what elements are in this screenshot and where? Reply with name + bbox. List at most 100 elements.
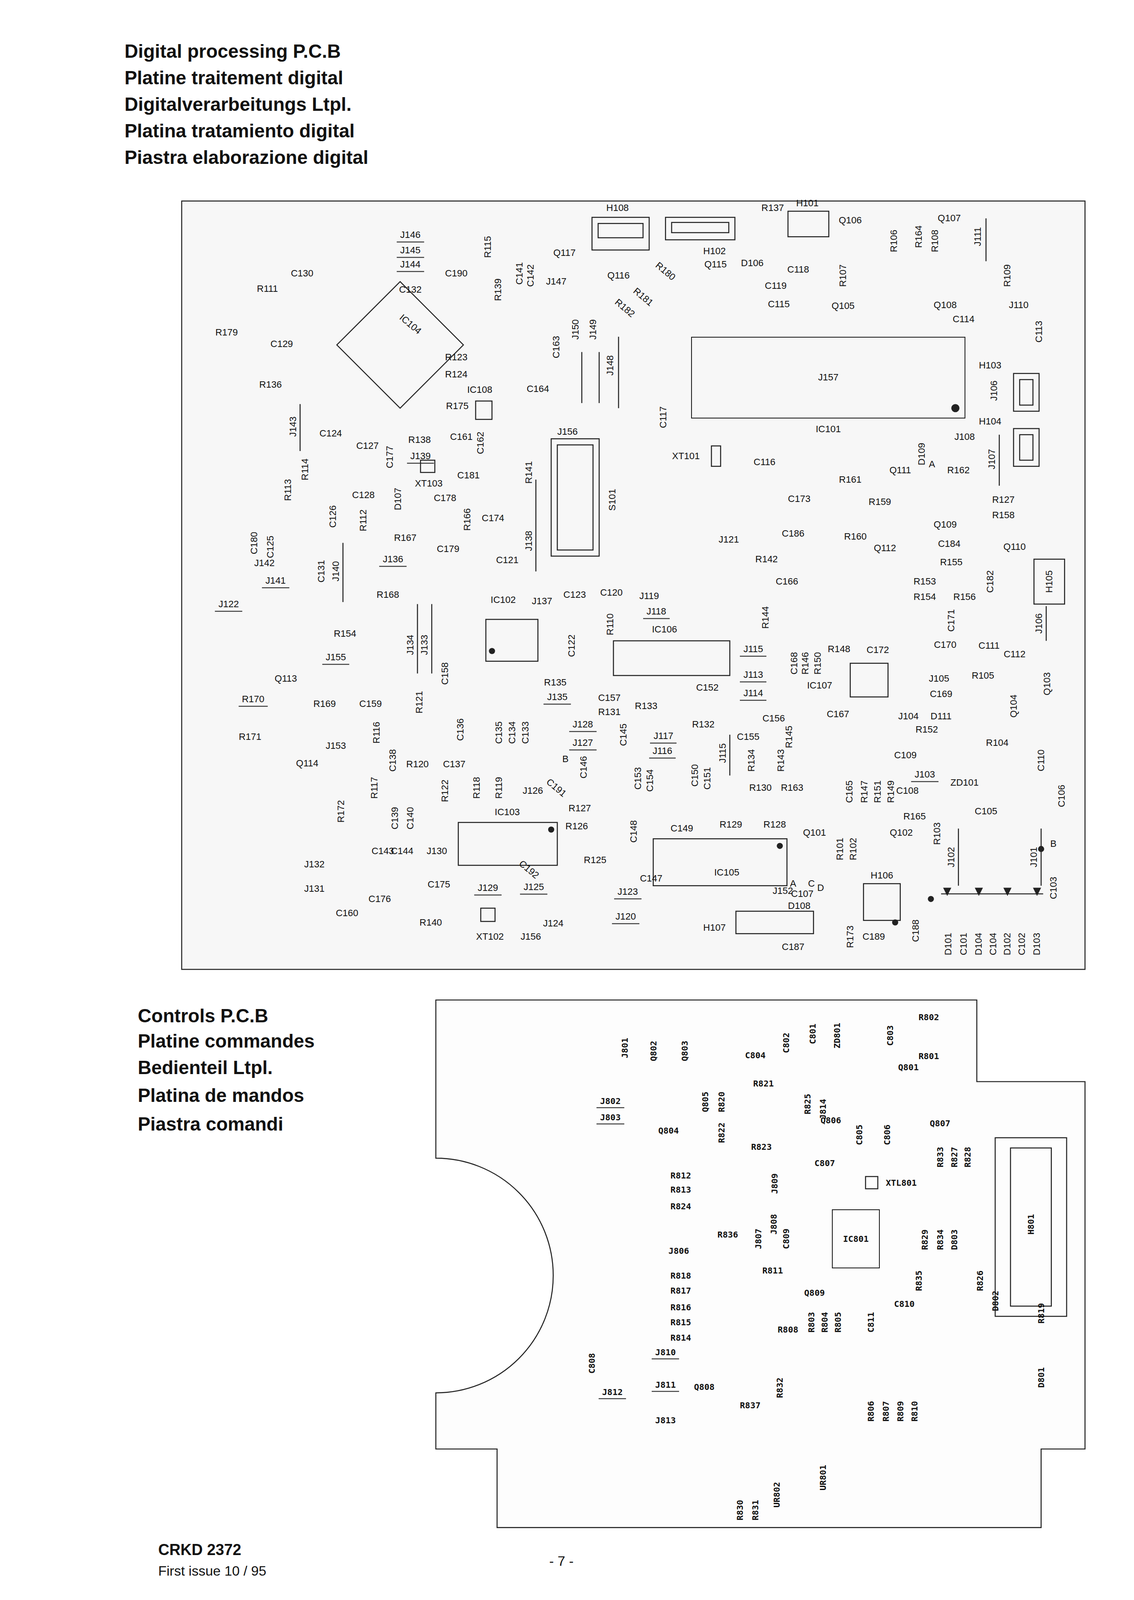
part-label: IC105 xyxy=(714,866,740,879)
part-label: C811 xyxy=(865,1312,876,1333)
part-label: R117 xyxy=(368,776,380,799)
part-label: J146 xyxy=(396,228,425,243)
part-label: C149 xyxy=(670,822,694,835)
part-label: C120 xyxy=(599,587,623,599)
part-label: C181 xyxy=(457,469,481,481)
part-label: J127 xyxy=(569,737,597,751)
part-label: R159 xyxy=(868,496,892,508)
part-label: R131 xyxy=(598,706,621,718)
part-label: R111 xyxy=(256,283,278,295)
connector-symbol xyxy=(1033,559,1065,605)
part-label: R132 xyxy=(691,718,715,731)
part-label: J810 xyxy=(651,1346,680,1360)
part-label: H801 xyxy=(1025,1214,1037,1235)
part-label: J147 xyxy=(546,276,567,288)
part-label: C170 xyxy=(933,639,957,651)
board-title: Platina tratamiento digital xyxy=(124,120,355,142)
part-label: R134 xyxy=(745,748,757,772)
connector-symbol xyxy=(1010,1148,1051,1307)
part-label: UR801 xyxy=(817,1464,829,1491)
part-label: R825 xyxy=(802,1093,813,1115)
part-label: Q106 xyxy=(838,214,862,226)
part-label: B xyxy=(1050,838,1057,850)
part-label: C101 xyxy=(958,932,970,956)
part-label: R166 xyxy=(461,507,473,531)
part-label: C133 xyxy=(519,721,532,745)
part-label: R170 xyxy=(238,693,268,707)
part-label: R140 xyxy=(419,917,443,929)
part-label: C806 xyxy=(881,1124,893,1146)
part-label: C131 xyxy=(315,560,327,583)
part-label: J129 xyxy=(474,881,502,896)
part-label: XTL801 xyxy=(885,1177,917,1188)
part-label: J114 xyxy=(739,687,767,701)
part-label: C802 xyxy=(780,1032,792,1054)
part-label: R833 xyxy=(935,1146,946,1168)
part-label: R127 xyxy=(991,494,1015,506)
part-label: Q102 xyxy=(889,827,913,839)
part-label: R181 xyxy=(630,285,656,309)
part-label: R803 xyxy=(806,1312,817,1333)
switch-outline xyxy=(551,438,600,556)
connector-symbol xyxy=(671,222,729,233)
connector-symbol xyxy=(1013,428,1040,467)
part-label: IC106 xyxy=(651,623,677,636)
part-label: C191 xyxy=(543,776,569,800)
part-label: R816 xyxy=(670,1302,692,1313)
part-label: J141 xyxy=(261,575,290,589)
part-label: R141 xyxy=(523,461,535,484)
part-label: Q801 xyxy=(898,1062,919,1073)
part-label: R158 xyxy=(991,509,1015,521)
board-title: Digital processing P.C.B xyxy=(124,40,341,63)
part-label: R155 xyxy=(940,556,963,568)
crystal-symbol xyxy=(711,445,721,467)
part-label: J802 xyxy=(596,1095,624,1109)
crystal-symbol xyxy=(865,1176,879,1189)
part-label: R114 xyxy=(299,458,311,481)
part-label: C123 xyxy=(563,589,587,601)
part-label: XT103 xyxy=(414,477,443,490)
part-label: R147 xyxy=(858,780,870,804)
ic-box: J157IC101 xyxy=(691,336,966,419)
part-label: R151 xyxy=(872,780,884,804)
board-title: Platina de mandos xyxy=(137,1084,305,1107)
part-label: J104 xyxy=(898,710,919,722)
jumper-wire xyxy=(985,218,987,262)
part-label: R143 xyxy=(775,748,787,772)
part-label: J133 xyxy=(418,634,431,656)
part-label: J156 xyxy=(557,426,578,438)
part-label: R823 xyxy=(751,1141,772,1152)
part-label: C164 xyxy=(526,383,550,395)
part-label: J124 xyxy=(543,917,564,930)
part-label: C109 xyxy=(893,749,917,761)
part-label: R828 xyxy=(962,1146,973,1168)
part-label: C125 xyxy=(264,535,277,559)
part-label: J144 xyxy=(396,258,425,272)
part-label: J801 xyxy=(619,1037,630,1059)
part-label: C126 xyxy=(327,504,339,528)
part-label: J806 xyxy=(668,1245,689,1256)
part-label: C158 xyxy=(439,662,451,686)
part-label: H101 xyxy=(795,197,819,209)
diode-symbol xyxy=(943,887,952,897)
part-label: C159 xyxy=(359,698,383,710)
part-label: R836 xyxy=(717,1229,739,1240)
part-label: H103 xyxy=(978,359,1002,372)
part-label: R815 xyxy=(670,1317,692,1328)
part-label: R153 xyxy=(913,575,937,588)
page-number: - 7 - xyxy=(549,1553,574,1570)
controls-board xyxy=(435,1000,1085,1528)
jumper-wire xyxy=(617,336,619,409)
part-label: R160 xyxy=(844,531,867,543)
part-label: C127 xyxy=(356,440,379,452)
pin1-dot xyxy=(927,896,934,903)
part-label: R104 xyxy=(985,737,1009,749)
part-label: R146 xyxy=(799,652,811,675)
part-label: R154 xyxy=(913,591,937,603)
part-label: ZD101 xyxy=(950,777,979,789)
part-label: C156 xyxy=(762,712,786,725)
part-label: R810 xyxy=(909,1401,920,1422)
part-label: Q116 xyxy=(607,270,630,282)
part-label: C190 xyxy=(445,267,468,280)
part-label: D108 xyxy=(787,900,811,912)
